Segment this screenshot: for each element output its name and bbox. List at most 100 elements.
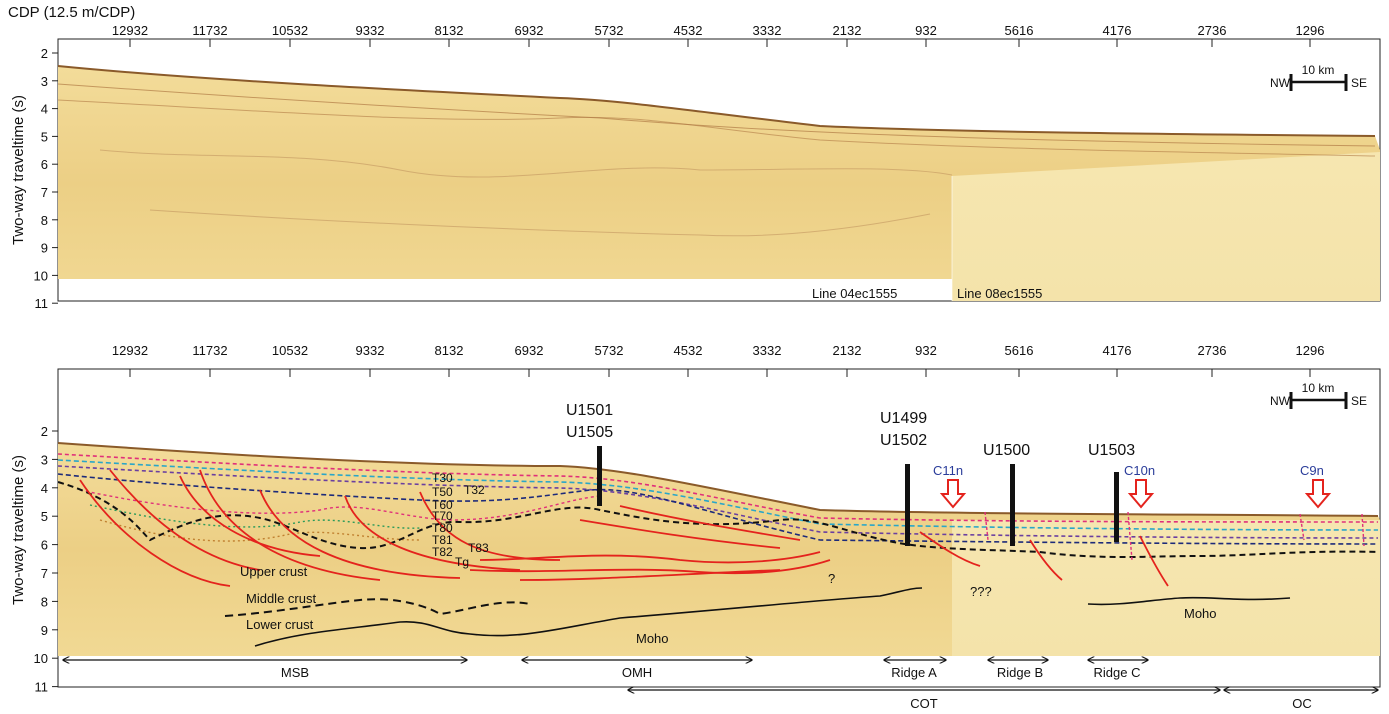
bottom-y-tick-label: 6: [41, 538, 48, 553]
top-cdp-tick-label: 2132: [833, 23, 862, 38]
bottom-y-tick-label: 2: [41, 424, 48, 439]
scale-se-bottom: SE: [1351, 394, 1367, 408]
site-u1505: U1505: [566, 424, 613, 441]
top-cdp-tick-label: 9332: [356, 23, 385, 38]
site-u1501: U1501: [566, 402, 613, 419]
top-y-tick-label: 5: [41, 129, 48, 144]
scale-length-bottom: 10 km: [1302, 381, 1335, 395]
horizon-tg: Tg: [455, 555, 469, 569]
horizon-t82: T82: [432, 545, 453, 559]
top-cdp-tick-label: 6932: [515, 23, 544, 38]
bottom-y-tick-label: 9: [41, 623, 48, 638]
bottom-cdp-tick-label: 3332: [753, 343, 782, 358]
top-y-tick-label: 8: [41, 213, 48, 228]
top-y-tick-label: 4: [41, 102, 48, 117]
bottom-y-tick-label: 11: [35, 680, 49, 695]
bottom-cdp-tick-label: 932: [915, 343, 937, 358]
bottom-cdp-tick-label: 4532: [674, 343, 703, 358]
bottom-y-tick-label: 7: [41, 566, 48, 581]
bottom-cdp-tick-label: 1296: [1296, 343, 1325, 358]
site-u1499: U1499: [880, 410, 927, 427]
bottom-y-tick-label: 4: [41, 481, 48, 496]
horizon-t83: T83: [468, 541, 489, 555]
line-name-08ec1555: Line 08ec1555: [957, 286, 1042, 301]
zone-omh: OMH: [622, 665, 652, 680]
scale-length: 10 km: [1302, 63, 1335, 77]
site-u1500: U1500: [983, 442, 1030, 459]
bottom-scale-bar: 10 km NW SE: [1270, 381, 1367, 409]
top-cdp-tick-label: 932: [915, 23, 937, 38]
top-y-axis-label: Two-way traveltime (s): [10, 95, 27, 245]
top-cdp-tick-label: 11732: [192, 23, 227, 38]
bottom-cdp-ticks: 12932 11732 10532 9332 8132 6932 5732 4532 3332 2…: [112, 343, 1325, 377]
top-cdp-tick-label: 4532: [674, 23, 703, 38]
top-y-tick-label: 11: [35, 296, 49, 311]
bottom-y-tick-label: 10: [34, 651, 48, 666]
zone-oc: OC: [1292, 696, 1312, 711]
bottom-cdp-tick-label: 8132: [435, 343, 464, 358]
top-y-tick-label: 6: [41, 157, 48, 172]
top-cdp-tick-label: 1296: [1296, 23, 1325, 38]
label-unknown-crust: ???: [970, 584, 992, 599]
top-y-tick-label: 2: [41, 46, 48, 61]
bottom-y-tick-label: 8: [41, 594, 48, 609]
line-name-04ec1555: Line 04ec1555: [812, 286, 897, 301]
scale-nw-bottom: NW: [1270, 394, 1291, 408]
bottom-cdp-tick-label: 2132: [833, 343, 862, 358]
horizon-t70: T70: [432, 509, 453, 523]
bottom-y-axis: 2 3 4 5 6 7 8 9 10 11: [34, 424, 58, 695]
chron-c9n: C9n: [1300, 463, 1324, 478]
top-y-tick-label: 7: [41, 185, 48, 200]
site-u1502: U1502: [880, 432, 927, 449]
horizon-t30: T30: [432, 471, 453, 485]
bottom-cdp-tick-label: 4176: [1103, 343, 1132, 358]
top-cdp-tick-label: 5732: [595, 23, 624, 38]
label-moho-east: Moho: [1184, 606, 1217, 621]
label-moho-west: Moho: [636, 631, 669, 646]
bottom-cdp-tick-label: 10532: [272, 343, 308, 358]
zone-cot: COT: [910, 696, 938, 711]
top-cdp-tick-label: 5616: [1005, 23, 1034, 38]
zone-ridge-c: Ridge C: [1094, 665, 1141, 680]
top-scale-bar: 10 km NW SE: [1270, 63, 1367, 91]
bottom-cdp-tick-label: 5732: [595, 343, 624, 358]
site-u1503: U1503: [1088, 442, 1135, 459]
label-middle-crust: Middle crust: [246, 591, 316, 606]
top-cdp-tick-label: 2736: [1198, 23, 1227, 38]
bottom-cdp-tick-label: 12932: [112, 343, 148, 358]
bottom-cdp-tick-label: 2736: [1198, 343, 1227, 358]
bottom-y-axis-label: Two-way traveltime (s): [10, 455, 27, 605]
top-y-tick-label: 9: [41, 241, 48, 256]
horizon-t80: T80: [432, 521, 453, 535]
label-upper-crust: Upper crust: [240, 564, 308, 579]
top-cdp-tick-label: 8132: [435, 23, 464, 38]
horizon-t50: T50: [432, 485, 453, 499]
zone-annotations: MSB OMH Ridge A Ridge B Ridge C COT OC: [63, 660, 1378, 711]
zone-ridge-a: Ridge A: [891, 665, 937, 680]
bottom-y-tick-label: 5: [41, 509, 48, 524]
bottom-cdp-tick-label: 6932: [515, 343, 544, 358]
bottom-panel: U1501 U1505 U1499 U1502 U1500 U1503 C11n…: [10, 343, 1381, 695]
chron-c11n: C11n: [933, 463, 963, 478]
top-cdp-tick-label: 10532: [272, 23, 308, 38]
magnetic-anomaly-arrows: [939, 479, 1332, 509]
chron-c10n: C10n: [1124, 463, 1155, 478]
zone-msb: MSB: [281, 665, 309, 680]
horizon-t32: T32: [464, 483, 485, 497]
bottom-cdp-tick-label: 9332: [356, 343, 385, 358]
bottom-cdp-tick-label: 11732: [192, 343, 227, 358]
top-cdp-tick-label: 3332: [753, 23, 782, 38]
scale-se: SE: [1351, 76, 1367, 90]
zone-ridge-b: Ridge B: [997, 665, 1043, 680]
label-question: ?: [828, 571, 835, 586]
label-lower-crust: Lower crust: [246, 617, 314, 632]
top-y-tick-label: 3: [41, 74, 48, 89]
bottom-y-tick-label: 3: [41, 452, 48, 467]
bottom-cdp-tick-label: 5616: [1005, 343, 1034, 358]
horizon-t81: T81: [432, 533, 453, 547]
top-cdp-tick-label: 4176: [1103, 23, 1132, 38]
